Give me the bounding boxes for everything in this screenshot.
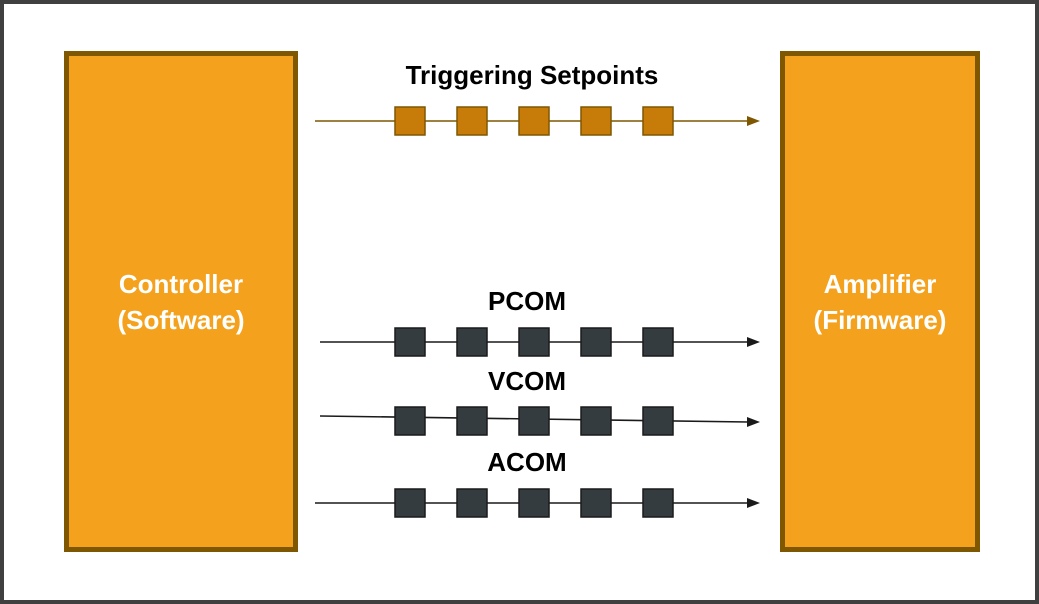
pcom-packet <box>642 327 674 357</box>
acom-packet <box>456 488 488 518</box>
vcom-packet <box>518 406 550 436</box>
acom-title: ACOM <box>487 447 567 477</box>
vcom-title: VCOM <box>488 366 566 396</box>
vcom-packet <box>394 406 426 436</box>
vcom-channel <box>319 406 760 436</box>
acom-arrowhead <box>747 498 760 508</box>
controller-label: Controller (Software) <box>117 268 245 335</box>
pcom-packet <box>456 327 488 357</box>
pcom-title: PCOM <box>488 286 566 316</box>
acom-packet <box>394 488 426 518</box>
pcom-channel <box>320 327 760 357</box>
setpoint-arrowhead <box>747 116 760 126</box>
setpoint-packet <box>394 106 426 136</box>
setpoint-packet <box>580 106 612 136</box>
acom-packet <box>642 488 674 518</box>
vcom-packet <box>580 406 612 436</box>
acom-packet <box>580 488 612 518</box>
vcom-packet <box>642 406 674 436</box>
pcom-packet <box>394 327 426 357</box>
pcom-packet <box>518 327 550 357</box>
acom-packet <box>518 488 550 518</box>
amplifier-block: Amplifier (Firmware) <box>780 51 980 552</box>
amplifier-label: Amplifier (Firmware) <box>813 268 947 335</box>
setpoint-channel <box>315 106 760 136</box>
triggering-setpoints-title: Triggering Setpoints <box>405 60 659 90</box>
pcom-arrowhead <box>747 337 760 347</box>
pcom-packet <box>580 327 612 357</box>
acom-channel <box>315 488 760 518</box>
setpoint-packet <box>456 106 488 136</box>
vcom-packet <box>456 406 488 436</box>
controller-block: Controller (Software) <box>64 51 298 552</box>
setpoint-packet <box>518 106 550 136</box>
setpoint-packet <box>642 106 674 136</box>
vcom-arrowhead <box>747 417 760 427</box>
